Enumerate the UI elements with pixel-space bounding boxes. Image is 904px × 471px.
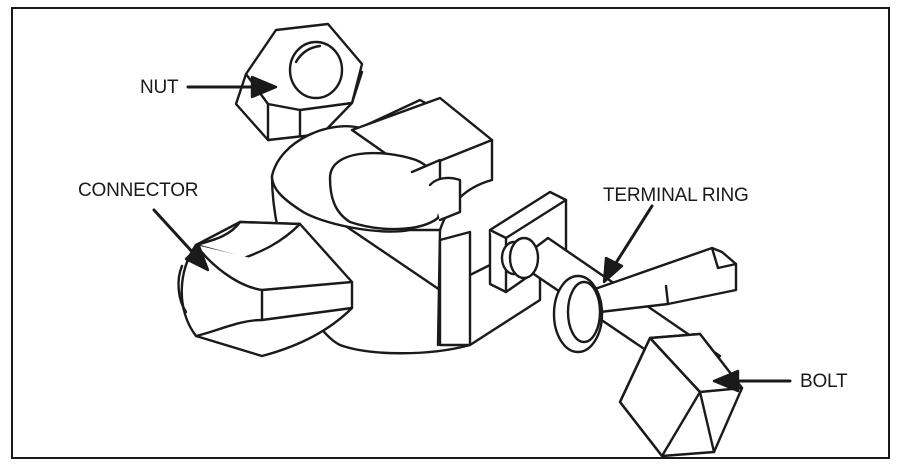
bolt-label: BOLT [800,372,847,391]
connector-label: CONNECTOR [78,181,198,200]
connector-arrow [154,210,208,270]
bolt-head [620,334,742,456]
nut-label: NUT [140,78,178,97]
terminal-ring-label: TERMINAL RING [603,186,749,205]
